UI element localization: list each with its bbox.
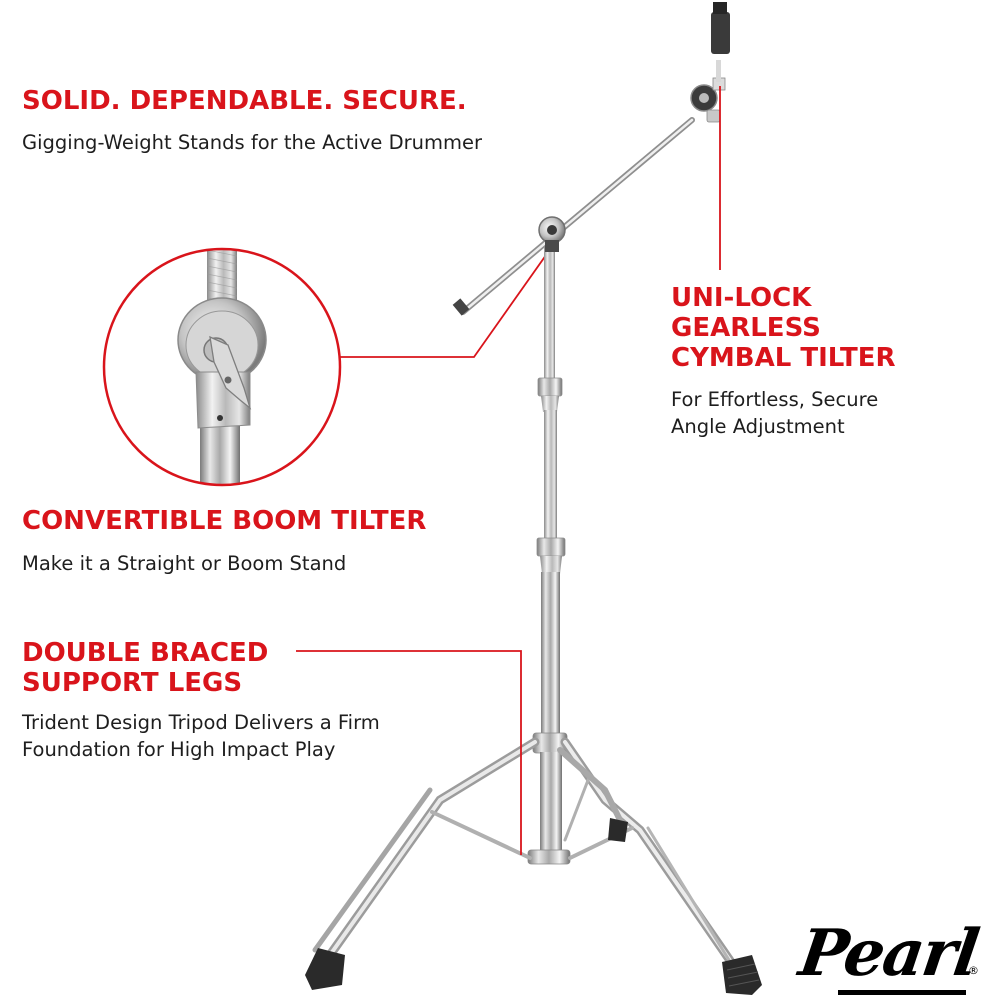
feature-heading-uni-lock: UNI-LOCK GEARLESS CYMBAL TILTER bbox=[671, 283, 896, 373]
heading-line: CYMBAL TILTER bbox=[671, 343, 896, 373]
cymbal-felt bbox=[711, 12, 730, 54]
heading-line: SUPPORT LEGS bbox=[22, 668, 243, 698]
description-line: Foundation for High Impact Play bbox=[22, 738, 336, 761]
description-line: Angle Adjustment bbox=[671, 415, 845, 438]
feature-description-gigging-weight: Gigging-Weight Stands for the Active Dru… bbox=[22, 131, 483, 154]
feature-heading-solid-dependable-secure: SOLID. DEPENDABLE. SECURE. bbox=[22, 86, 467, 116]
feature-heading-double-braced: DOUBLE BRACED SUPPORT LEGS bbox=[22, 638, 268, 698]
heading-line: DOUBLE BRACED bbox=[22, 638, 269, 668]
logo-wordmark: Pearl bbox=[794, 916, 982, 991]
logo-underline bbox=[838, 990, 966, 995]
callout-line-support-legs bbox=[296, 650, 522, 855]
back-foot-rubber bbox=[608, 818, 628, 842]
heading-line: GEARLESS bbox=[671, 313, 821, 343]
detail-callout-circle bbox=[104, 249, 340, 485]
description-line: For Effortless, Secure bbox=[671, 388, 879, 411]
heading-line: UNI-LOCK bbox=[671, 283, 812, 313]
callout-line-boom-tilter bbox=[340, 247, 552, 358]
description-line: Trident Design Tripod Delivers a Firm bbox=[22, 711, 380, 734]
feature-description-effortless-angle: For Effortless, Secure Angle Adjustment bbox=[671, 386, 878, 440]
registered-mark-icon: ® bbox=[968, 964, 979, 977]
pearl-logo: Pearl ® bbox=[790, 916, 990, 998]
feature-description-trident-tripod: Trident Design Tripod Delivers a Firm Fo… bbox=[22, 709, 380, 763]
feature-heading-convertible-boom-tilter: CONVERTIBLE BOOM TILTER bbox=[22, 506, 427, 536]
detail-circle-outline bbox=[102, 247, 342, 487]
left-foot-rubber bbox=[305, 948, 345, 990]
feature-description-straight-or-boom: Make it a Straight or Boom Stand bbox=[22, 552, 347, 575]
